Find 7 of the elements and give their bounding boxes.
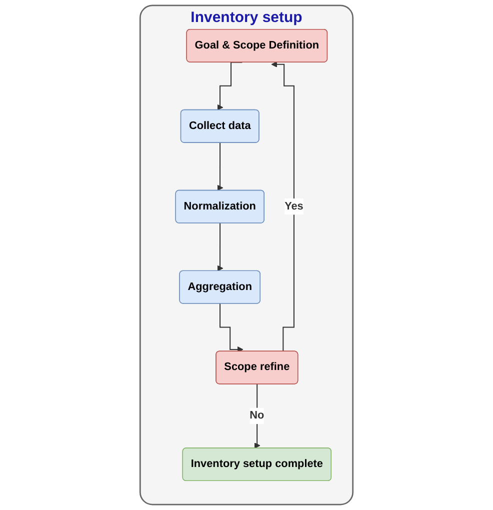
arrow <box>220 303 244 352</box>
edge-label: Yes <box>284 200 304 212</box>
arrow <box>217 222 224 272</box>
edge-label: No <box>250 410 264 422</box>
arrow <box>217 142 224 191</box>
arrow <box>271 61 294 352</box>
arrow <box>254 384 260 449</box>
